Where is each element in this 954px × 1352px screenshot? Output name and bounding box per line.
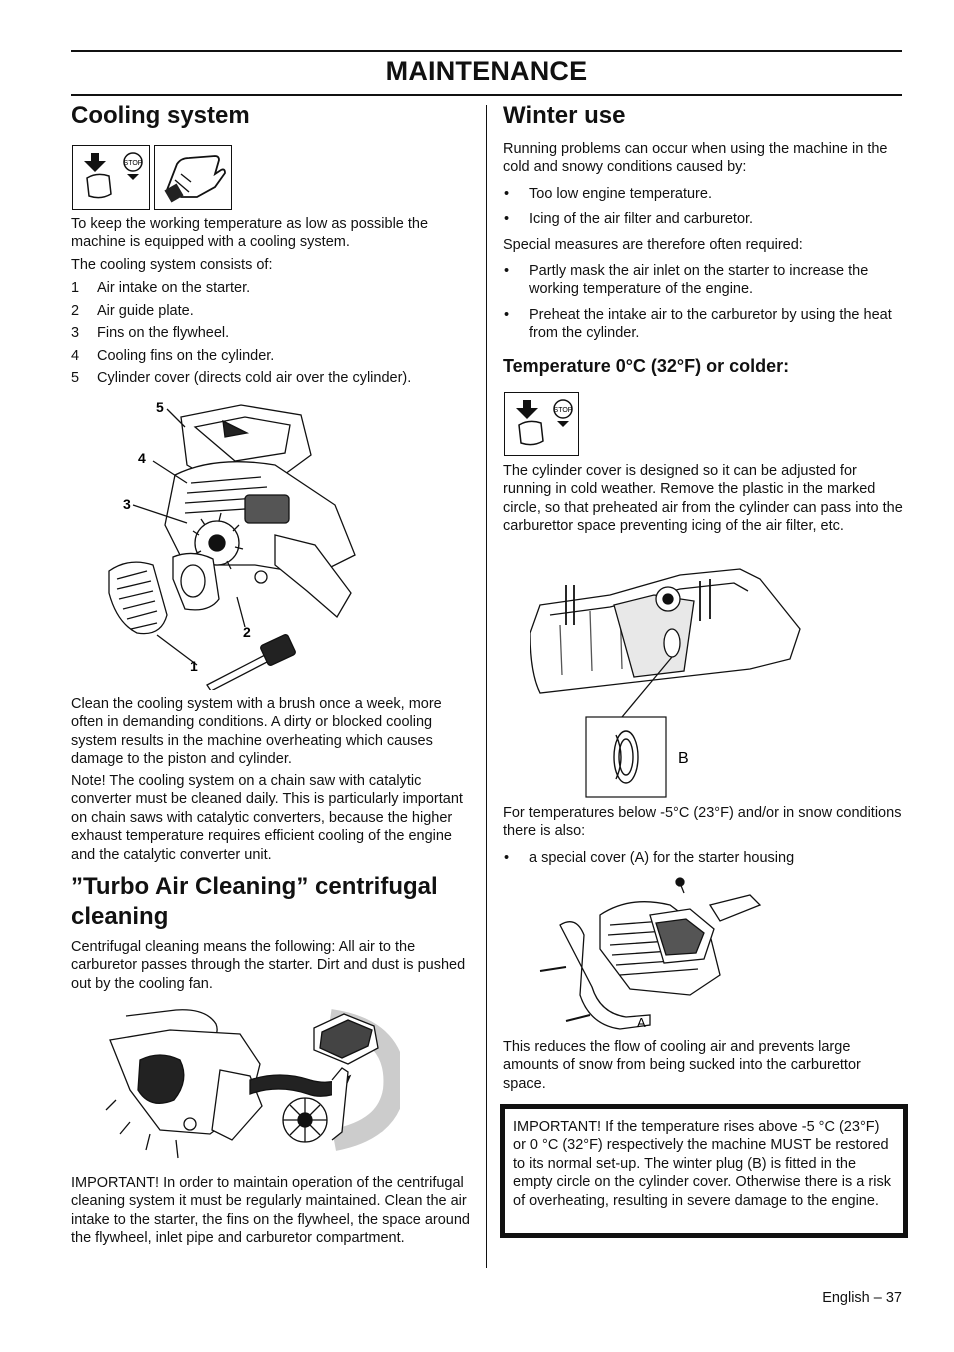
winter-important: IMPORTANT! If the temperature rises abov… [513,1119,891,1209]
cooling-note-text: Note! The cooling system on a chain saw … [71,773,463,863]
figure-label-5: 5 [156,399,164,415]
page-header: MAINTENANCE [385,56,588,86]
page-footer: English – 37 [822,1290,902,1306]
temperature-subheading: Temperature 0°C (32°F) or colder: [503,356,790,376]
cylinder-cover-illustration: B [529,565,805,800]
figure-label-2: 2 [243,624,251,640]
header-top-rule [71,50,902,52]
figure-label-b: B [678,750,689,767]
cooling-intro: To keep the working temperature as low a… [71,216,429,251]
stop-sign-text-2: STOP [554,407,573,414]
cooling-consists: The cooling system consists of: [71,257,273,273]
cylinder-cover-text: The cylinder cover is designed so it can… [503,463,903,535]
winter-measures-list: •Partly mask the air inlet on the starte… [503,262,903,343]
list-item: •Icing of the air filter and carburetor. [504,211,754,228]
header-bottom-rule [71,94,902,96]
turbo-intro: Centrifugal cleaning means the following… [71,939,466,992]
winter-intro: Running problems can occur when using th… [503,141,888,176]
turbo-important: IMPORTANT! In order to maintain operatio… [71,1175,470,1247]
cooling-clean-text: Clean the cooling system with a brush on… [71,696,442,768]
starter-housing-cover-illustration: A [530,875,770,1035]
centrifugal-cleaning-illustration [100,1000,406,1170]
figure-label-a: A [637,1015,646,1030]
protective-glove-icon [154,145,232,210]
list-item: •a special cover (A) for the starter hou… [504,850,795,866]
column-divider [486,105,487,1268]
below-temp-text: For temperatures below -5°C (23°F) and/o… [503,805,902,840]
important-notice-box: IMPORTANT! If the temperature rises abov… [500,1104,908,1238]
stop-engine-icon-2: STOP [504,392,579,456]
stop-sign-text: STOP [124,160,143,167]
list-item: •Too low engine temperature. [504,186,712,202]
figure-label-4: 4 [138,450,146,466]
figure-label-1: 1 [190,658,198,674]
special-cover-list: •a special cover (A) for the starter hou… [503,849,903,867]
stop-engine-icon: STOP [72,145,150,210]
cooling-heading: Cooling system [71,102,250,129]
winter-measures-intro: Special measures are therefore often req… [503,237,803,253]
list-item: •Partly mask the air inlet on the starte… [504,263,869,298]
turbo-heading: ”Turbo Air Cleaning” centrifugal cleanin… [71,873,438,930]
cooling-system-illustration: 5 4 3 2 1 [95,395,365,692]
winter-causes-list: •Too low engine temperature. •Icing of t… [503,185,903,229]
winter-heading: Winter use [503,102,626,129]
reduces-text: This reduces the flow of cooling air and… [503,1039,861,1092]
figure-label-3: 3 [123,496,131,512]
list-item: •Preheat the intake air to the carbureto… [504,306,892,342]
